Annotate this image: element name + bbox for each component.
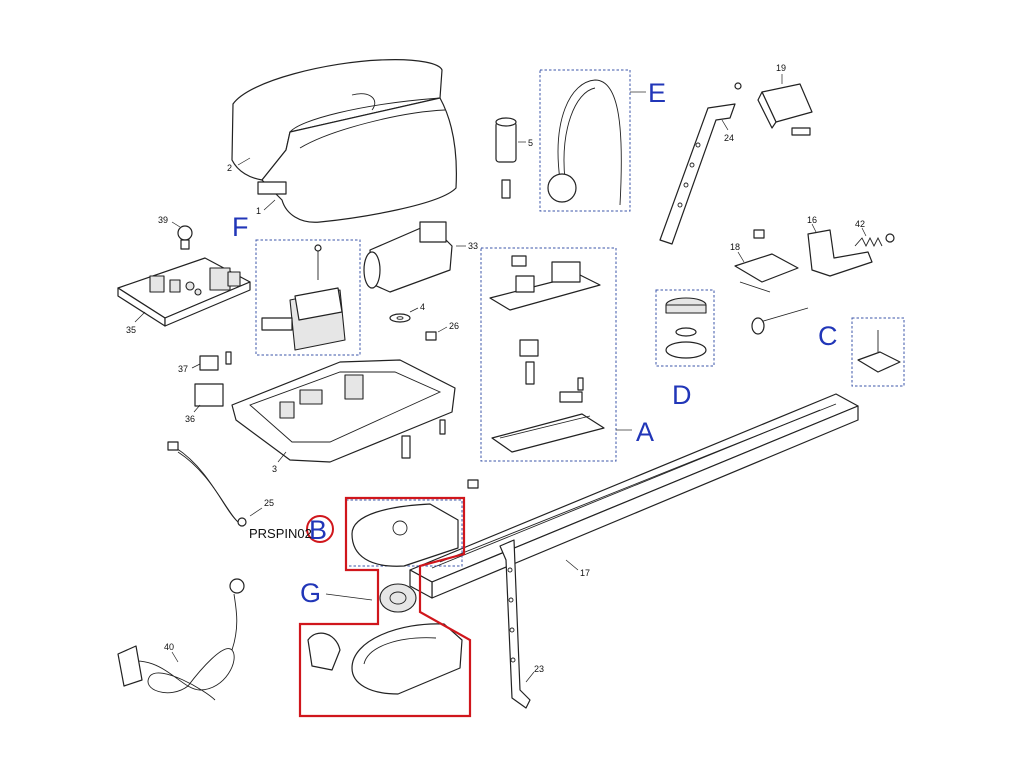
bracket-18 (734, 229, 799, 293)
part-number-35: 35 (126, 325, 136, 335)
motor-cover-assembly (231, 59, 457, 223)
part-number-42: 42 (855, 219, 865, 229)
group-f-box (255, 239, 361, 356)
part-number-17: 17 (580, 568, 590, 578)
reference-code: PRSPIN02 (249, 526, 312, 541)
part-number-24: 24 (724, 133, 734, 143)
part-26 (425, 326, 448, 341)
group-b-circle (306, 515, 334, 543)
part-number-40: 40 (164, 642, 174, 652)
motor-33 (363, 221, 466, 293)
part-number-23: 23 (534, 664, 544, 674)
transformer (261, 244, 346, 351)
group-letter-g: G (300, 578, 321, 608)
circuit-board-35 (117, 257, 251, 327)
group-a-box (480, 247, 617, 462)
bracket-24 (659, 103, 736, 245)
motor-base-3 (231, 359, 456, 463)
part-number-33: 33 (468, 241, 478, 251)
washer-4 (389, 307, 419, 323)
part-number-36: 36 (185, 414, 195, 424)
group-c-box (851, 317, 905, 387)
part-number-19: 19 (776, 63, 786, 73)
gear-g (379, 583, 417, 613)
bolt (751, 307, 809, 335)
power-cord-40 (117, 578, 245, 701)
connector-37 (191, 355, 219, 371)
part-number-2: 2 (227, 163, 232, 173)
bracket-23 (499, 539, 535, 709)
part-number-1: 1 (256, 206, 261, 216)
terminal-block-36 (193, 383, 224, 413)
part-number-5: 5 (528, 138, 533, 148)
wire-harness-25 (167, 441, 263, 527)
part-number-26: 26 (449, 321, 459, 331)
part-number-25: 25 (264, 498, 274, 508)
group-letter-c: C (818, 321, 838, 351)
group-letter-b: B (309, 515, 327, 545)
group-letter-d: D (672, 380, 692, 410)
part-5 (495, 117, 526, 199)
slider-c (857, 330, 901, 373)
release-cable (547, 79, 622, 206)
part-number-37: 37 (178, 364, 188, 374)
drive-cover-lower (307, 623, 463, 695)
part-number-4: 4 (420, 302, 425, 312)
group-letter-f: F (232, 212, 249, 242)
group-e-box (539, 69, 631, 212)
trolley-assembly (489, 255, 605, 453)
screws (225, 351, 584, 489)
highlighted-part-outline (298, 496, 472, 718)
part-number-39: 39 (158, 215, 168, 225)
rail-17 (409, 393, 859, 599)
group-letter-a: A (636, 417, 654, 447)
bracket-16 (807, 223, 873, 277)
part-number-16: 16 (807, 215, 817, 225)
group-d-box (655, 289, 715, 367)
spring-42 (854, 227, 895, 248)
drive-cover-upper (351, 503, 459, 567)
bulb-39 (171, 221, 193, 250)
bracket-19 (734, 74, 813, 136)
gear-set-d (665, 297, 707, 359)
group-letter-e: E (648, 78, 666, 108)
part-number-18: 18 (730, 242, 740, 252)
part-number-3: 3 (272, 464, 277, 474)
